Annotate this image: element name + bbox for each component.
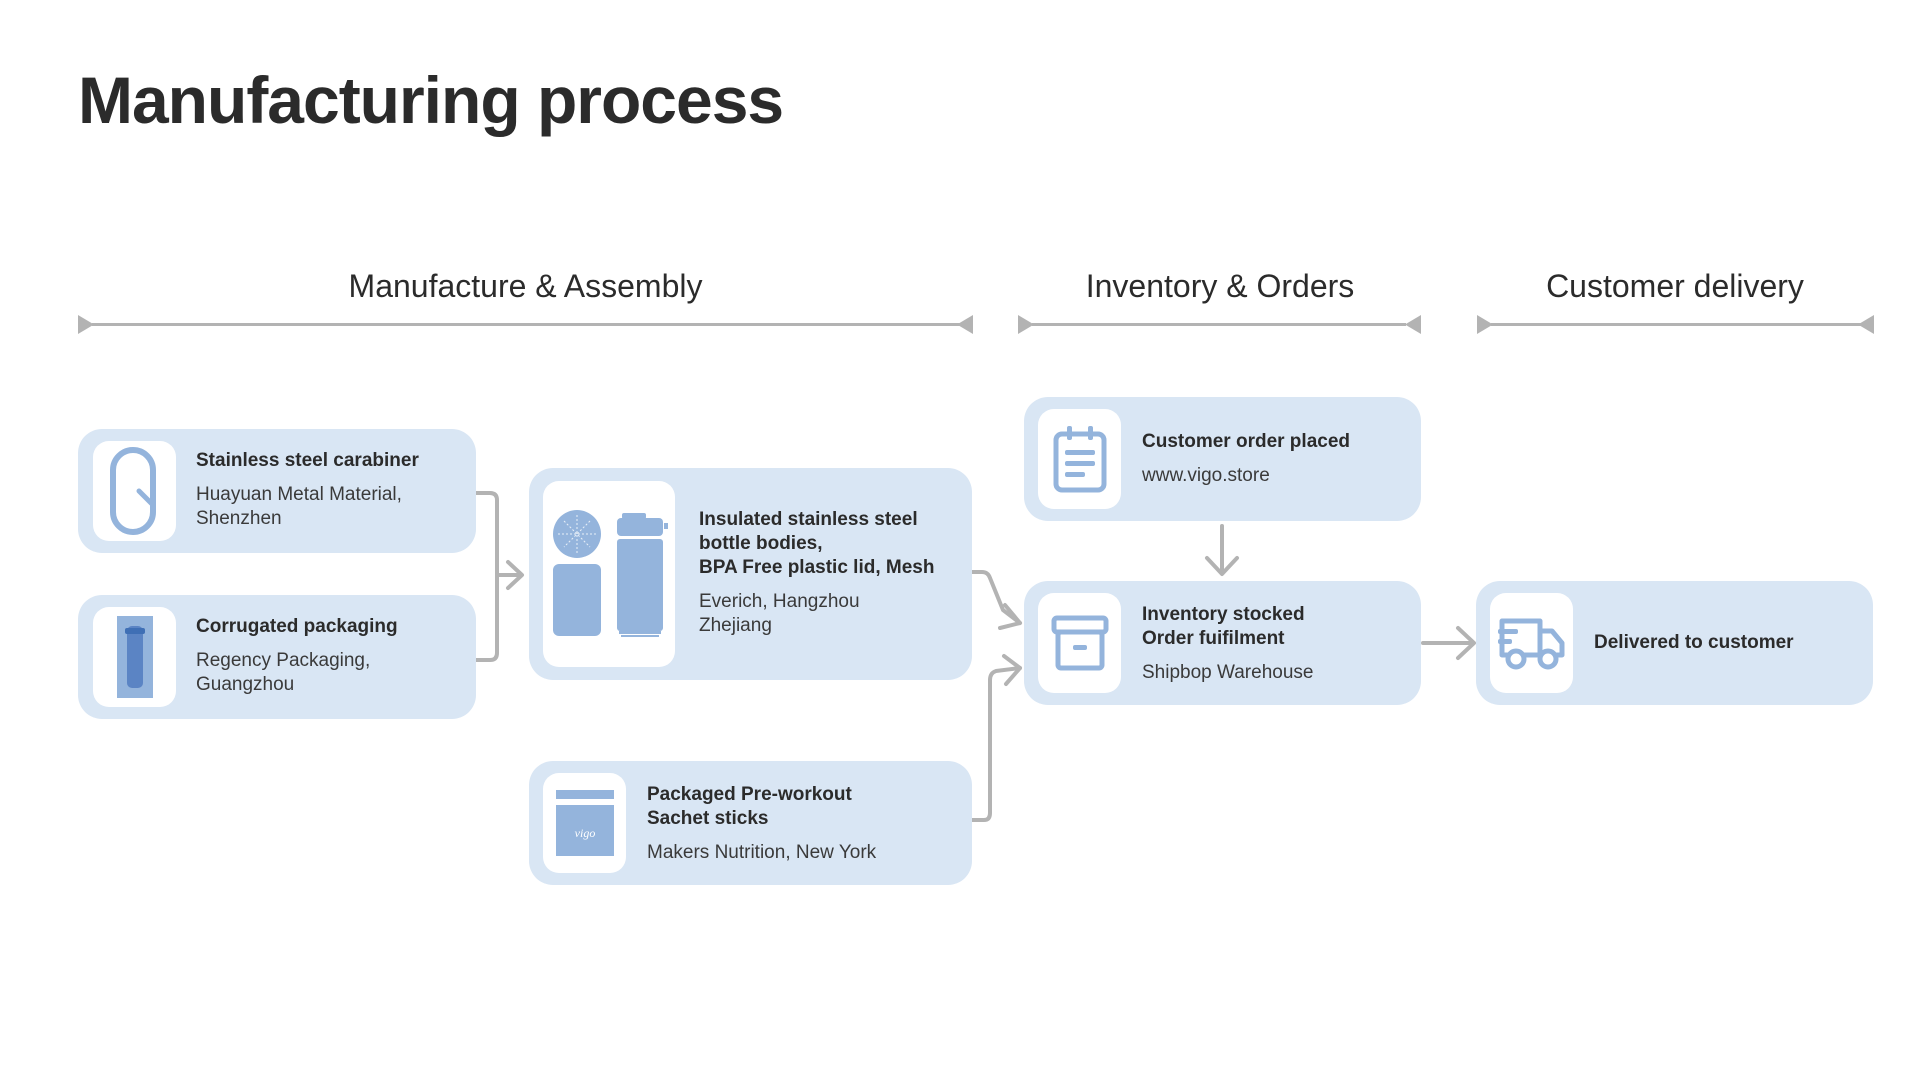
span-delivery (1477, 315, 1874, 334)
span-manufacture (78, 315, 973, 334)
bottle-box-icon (116, 616, 153, 698)
node-carabiner-subtitle: Huayuan Metal Material, Shenzhen (196, 484, 402, 529)
node-sachet-title: Packaged Pre-workout Sachet sticks (647, 784, 852, 829)
node-delivery: Delivered to customer (1476, 581, 1873, 705)
connector-sachet (970, 666, 1022, 822)
delivery-truck-icon (1497, 618, 1564, 670)
delivery-thumb (1490, 593, 1573, 693)
archive-box-icon (1051, 615, 1108, 671)
arrowhead-bottle (506, 560, 524, 590)
node-order: Customer order placed www.vigo.store (1024, 397, 1421, 521)
node-carabiner-title: Stainless steel carabiner (196, 450, 419, 471)
node-bottle-subtitle: Everich, Hangzhou Zhejiang (699, 591, 860, 636)
arrowhead-inventory-lower (1002, 654, 1022, 686)
node-inventory-subtitle: Shipbop Warehouse (1142, 662, 1314, 683)
page-title: Manufacturing process (78, 63, 784, 137)
node-packaging-subtitle: Regency Packaging, Guangzhou (196, 650, 371, 695)
node-carabiner: Stainless steel carabiner Huayuan Metal … (78, 429, 476, 553)
bottle-parts-icon (553, 510, 668, 637)
connector-bottle (968, 570, 1022, 625)
order-thumb (1038, 409, 1121, 509)
sachet-thumb: vigo (543, 773, 626, 873)
node-bottle-title: Insulated stainless steel bottle bodies,… (699, 509, 935, 578)
connector-carabiner (473, 491, 499, 662)
arrowhead-inventory-upper (998, 603, 1022, 630)
sachet-icon: vigo (555, 790, 614, 856)
node-sachet: vigo Packaged Pre-workout Sachet sticks … (529, 761, 972, 885)
arrowhead-delivery (1456, 626, 1476, 660)
arrowhead-order (1205, 556, 1239, 576)
section-label-manufacture: Manufacture & Assembly (348, 268, 703, 304)
carabiner-icon (109, 447, 156, 535)
section-label-delivery: Customer delivery (1546, 268, 1804, 304)
node-packaging: Corrugated packaging Regency Packaging, … (78, 595, 476, 719)
sachet-brand-mark: vigo (574, 826, 595, 840)
carabiner-thumb (93, 441, 176, 541)
packaging-thumb (93, 607, 176, 707)
clipboard-icon (1053, 426, 1106, 493)
node-order-title: Customer order placed (1142, 431, 1350, 452)
section-label-inventory: Inventory & Orders (1085, 268, 1355, 304)
node-inventory-title: Inventory stocked Order fuifilment (1142, 604, 1305, 649)
node-inventory: Inventory stocked Order fuifilment Shipb… (1024, 581, 1421, 705)
node-order-subtitle: www.vigo.store (1142, 465, 1270, 486)
node-bottle: Insulated stainless steel bottle bodies,… (529, 468, 972, 680)
node-packaging-title: Corrugated packaging (196, 616, 398, 637)
bottle-thumb (543, 481, 675, 667)
span-inventory (1018, 315, 1421, 334)
node-delivery-title: Delivered to customer (1594, 632, 1794, 653)
inventory-thumb (1038, 593, 1121, 693)
node-sachet-subtitle: Makers Nutrition, New York (647, 842, 877, 863)
